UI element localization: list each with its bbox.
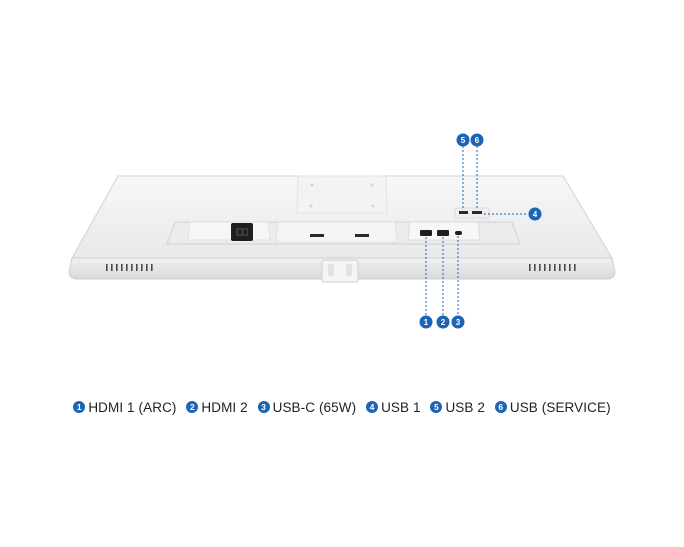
legend-badge-1: 1: [73, 401, 86, 413]
hdmi-1-port-icon: [420, 230, 432, 236]
legend-badge-2: 2: [186, 401, 199, 413]
legend-badge-5: 5: [430, 401, 443, 413]
legend-item-usb-2: 5 USB 2: [430, 400, 485, 415]
svg-text:5: 5: [461, 136, 466, 145]
cable-slot-icons: [310, 234, 369, 237]
side-ports: [454, 207, 490, 219]
legend-item-hdmi-2: 2 HDMI 2: [186, 399, 248, 415]
hdmi-2-port-icon: [437, 230, 449, 236]
legend-label-hdmi-2: HDMI 2: [201, 399, 248, 415]
legend-badge-6: 6: [494, 401, 507, 413]
vent-grille-right: [529, 264, 576, 271]
callout-badge-2: 2: [436, 315, 450, 329]
legend-label-usb-service: USB (SERVICE): [509, 399, 611, 415]
port-bay: [166, 221, 521, 245]
svg-text:6: 6: [475, 136, 480, 145]
callout-lines: [425, 146, 528, 316]
legend-badge-4: 4: [366, 401, 379, 413]
legend-label-usb-1: USB 1: [381, 399, 421, 415]
svg-text:1: 1: [424, 318, 429, 327]
vesa-mount-area: [296, 175, 388, 214]
usb-c-port-icon: [455, 231, 462, 235]
callout-badge-6: 6: [470, 133, 484, 147]
svg-text:2: 2: [441, 318, 446, 327]
svg-text:4: 4: [533, 210, 538, 219]
usb-service-port-icon: [472, 211, 482, 214]
usb-2-port-icon: [459, 211, 468, 214]
port-legend: 1 HDMI 1 (ARC) 2 HDMI 2 3 USB-C (65W) 4 …: [0, 398, 684, 415]
legend-item-usb-c: 3 USB-C (65W): [257, 399, 357, 415]
svg-text:3: 3: [456, 318, 461, 327]
legend-label-usb-2: USB 2: [445, 399, 485, 415]
legend-item-usb-service: 6 USB (SERVICE): [494, 399, 611, 415]
legend-label-usb-c: USB-C (65W): [272, 399, 357, 415]
callout-badge-5: 5: [456, 133, 470, 147]
legend-badge-3: 3: [257, 401, 270, 413]
callout-badge-4: 4: [528, 207, 542, 221]
vent-grille-left: [106, 264, 153, 271]
callout-badge-3: 3: [451, 315, 465, 329]
callout-badge-1: 1: [419, 315, 433, 329]
legend-item-hdmi-1: 1 HDMI 1 (ARC): [73, 400, 176, 415]
power-socket-icon: [231, 223, 253, 241]
legend-item-usb-1: 4 USB 1: [366, 400, 421, 415]
stand-connector: [321, 259, 359, 283]
rear-ports: [420, 230, 462, 236]
legend-label-hdmi-1: HDMI 1 (ARC): [88, 399, 177, 415]
